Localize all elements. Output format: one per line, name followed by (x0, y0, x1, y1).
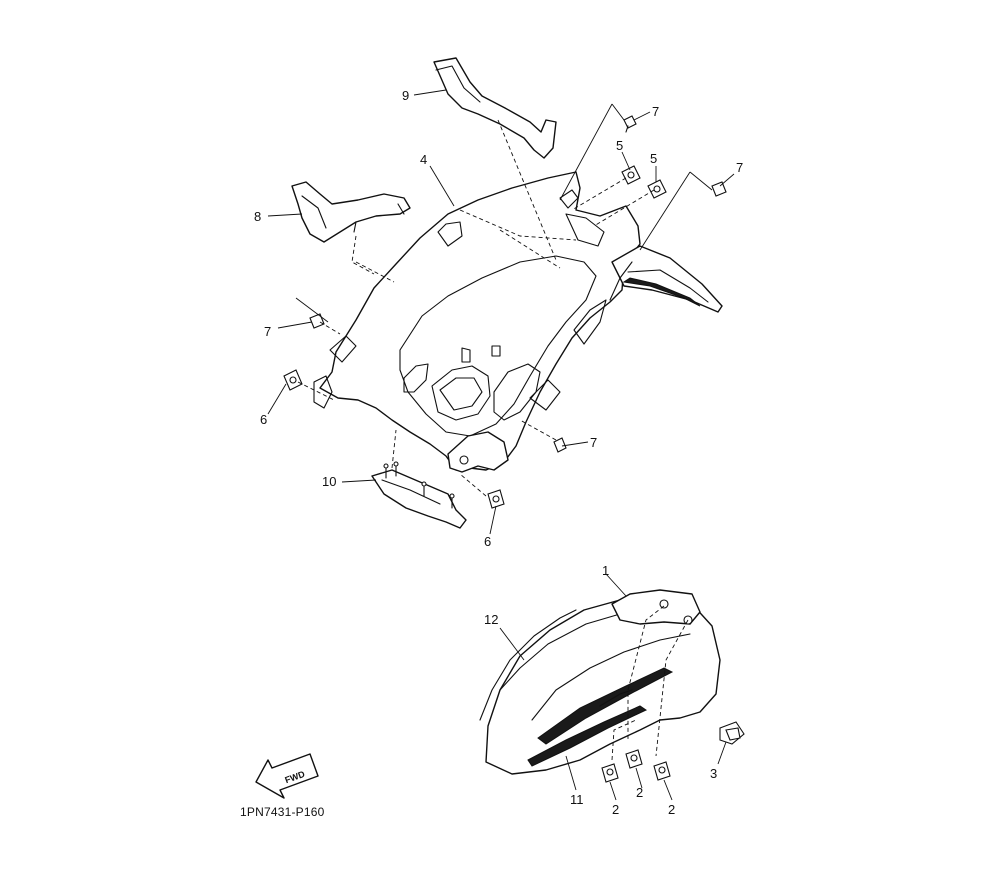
screw-7-lower[interactable] (553, 437, 567, 453)
callout-2-right: 2 (668, 802, 675, 817)
part-8-bracket[interactable] (291, 181, 411, 243)
drawing-code: 1PN7431-P160 (240, 805, 325, 819)
bolt-6-lower[interactable] (487, 489, 505, 509)
part-1-front-fender[interactable] (485, 589, 721, 775)
callout-7-top: 7 (652, 104, 659, 119)
part-4-rear-cover[interactable] (313, 171, 641, 473)
callout-5-left: 5 (616, 138, 623, 153)
screw-7-left[interactable] (309, 313, 325, 329)
callout-2-middle: 2 (636, 785, 643, 800)
callout-7-lower: 7 (590, 435, 597, 450)
screw-7-right[interactable] (711, 181, 727, 197)
callout-6-left: 6 (260, 412, 267, 427)
callouts: 9 7 5 5 7 4 8 7 6 7 10 6 1 12 3 11 2 2 2 (254, 88, 743, 817)
bolt-2-left[interactable] (601, 763, 619, 783)
callout-8: 8 (254, 209, 261, 224)
callout-3: 3 (710, 766, 717, 781)
leader-lines (267, 89, 735, 801)
bolt-5-right[interactable] (647, 179, 667, 199)
bolt-2-middle[interactable] (625, 749, 643, 769)
callout-2-left: 2 (612, 802, 619, 817)
bolt-2-right[interactable] (653, 761, 671, 781)
callout-7-left: 7 (264, 324, 271, 339)
fwd-arrow: FWD (255, 753, 319, 799)
callout-4: 4 (420, 152, 427, 167)
callout-12: 12 (484, 612, 498, 627)
callout-11: 11 (570, 792, 584, 807)
callout-7-right: 7 (736, 160, 743, 175)
callout-5-right: 5 (650, 151, 657, 166)
callout-1: 1 (602, 563, 609, 578)
bolt-6-left[interactable] (283, 369, 303, 391)
part-9-brace[interactable] (433, 57, 557, 159)
part-12-stripe[interactable] (479, 609, 577, 721)
side-fin[interactable] (529, 245, 723, 411)
callout-6-lower: 6 (484, 534, 491, 549)
part-3-plug[interactable] (719, 721, 745, 745)
part-10-bracket[interactable] (371, 461, 467, 529)
screw-7-top-right[interactable] (623, 115, 637, 133)
callout-9: 9 (402, 88, 409, 103)
callout-10: 10 (322, 474, 336, 489)
bolt-5-left[interactable] (621, 165, 641, 185)
